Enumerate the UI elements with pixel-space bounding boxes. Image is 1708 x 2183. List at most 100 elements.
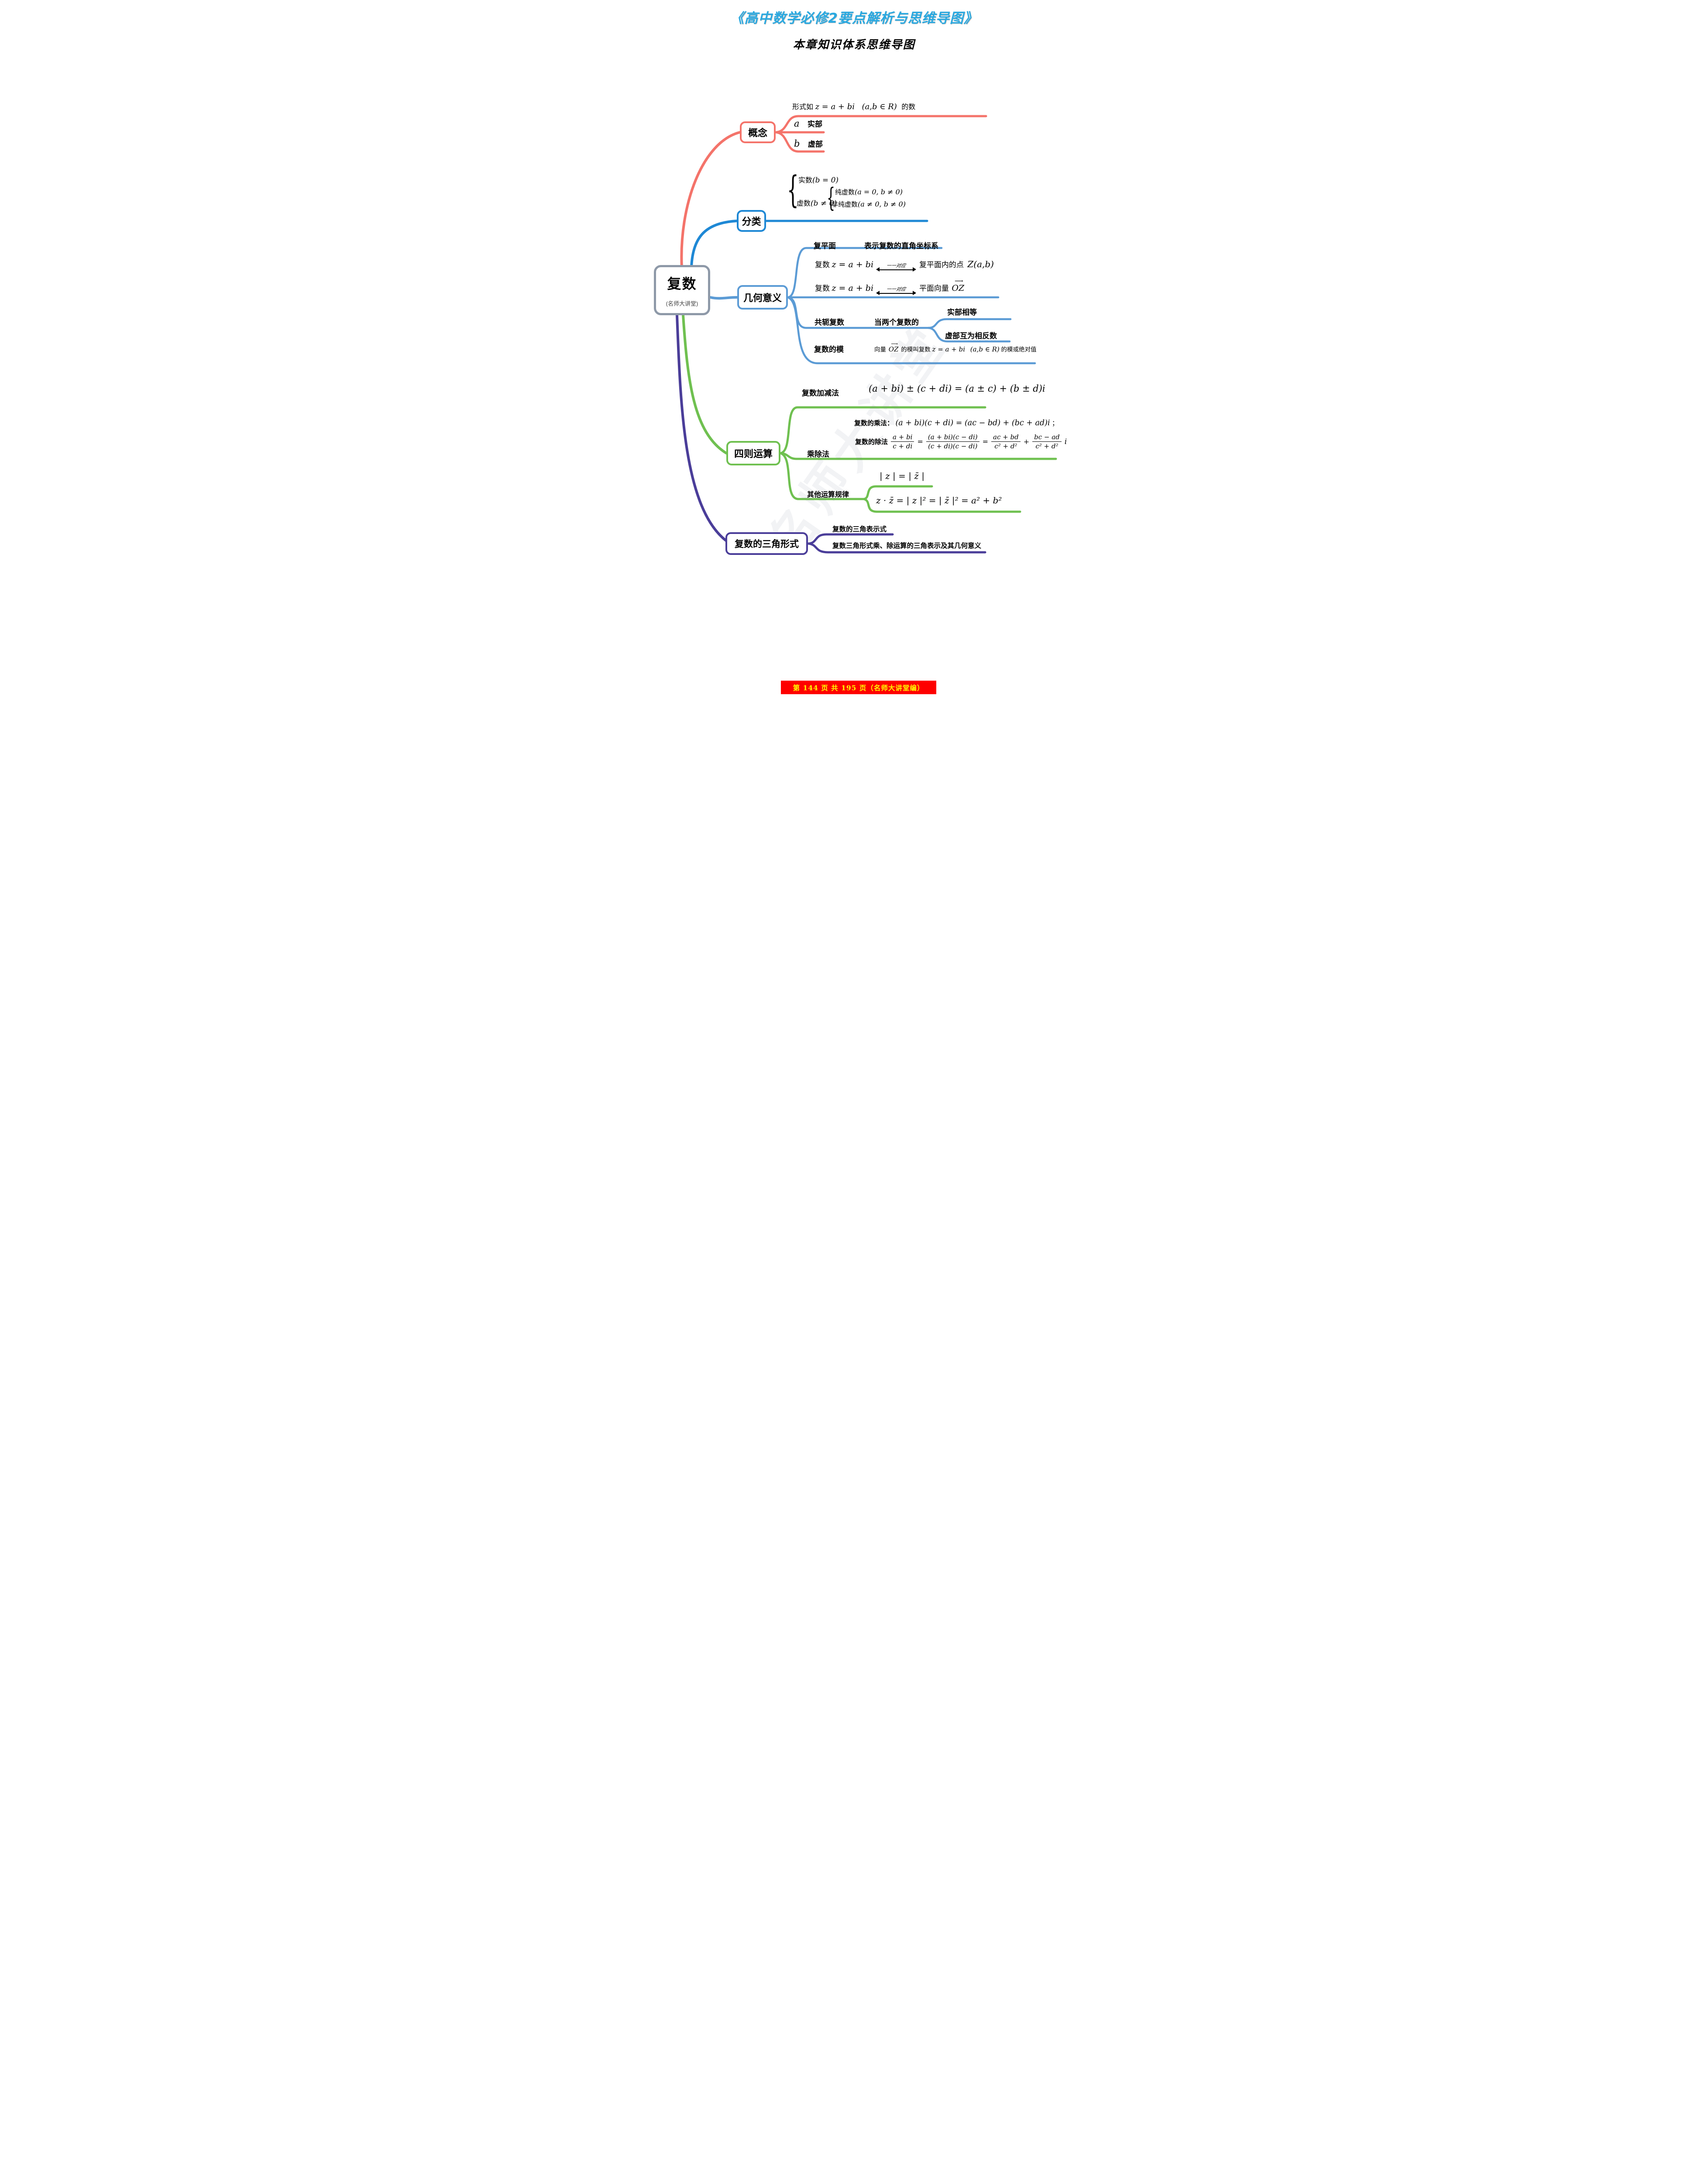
vector-formula: z = a + bi <box>832 283 874 293</box>
node-operations-label: 四则运算 <box>734 448 773 459</box>
conjugate-imag-opposite: 虚部互为相反数 <box>945 332 997 340</box>
page-number-text: 第 144 页 共 195 页（名师大讲堂编） <box>793 683 924 692</box>
vector-OZ: ⟶OZ <box>952 279 965 293</box>
outer-brace-icon: { <box>787 168 799 211</box>
pure-imaginary-cond: (a = 0, b ≠ 0) <box>855 188 903 196</box>
div-fraction-real: ac + bd c² + d² <box>991 433 1021 450</box>
concept-definition-row: 形式如 z = a + bi (a,b ∈ R) 的数 <box>792 101 915 111</box>
node-concept: 概念 <box>740 121 776 143</box>
div-fraction-expanded: (a + bi)(c − di) (c + di)(c − di) <box>926 433 979 450</box>
vector-arrow-icon: ⟶ <box>891 341 897 347</box>
conjugate-desc: 当两个复数的 <box>874 318 919 327</box>
equals-sign: = <box>917 437 923 446</box>
modulus-desc-row: 向量 ⟶OZ 的模叫复数 z = a + bi (a,b ∈ R) 的模或绝对值 <box>874 341 1037 353</box>
other-rules-term: 其他运算规律 <box>807 491 849 499</box>
page-title: 《高中数学必修2要点解析与思维导图》 <box>730 10 978 26</box>
fraction-numerator: bc − ad <box>1032 433 1062 442</box>
complex-plane-term: 复平面 <box>814 242 836 250</box>
vector-target: 平面向量 <box>919 284 949 293</box>
node-classification: 分类 <box>737 210 766 232</box>
classification-real-row: 实数(b = 0) <box>798 174 839 185</box>
point-coord: Z(a,b) <box>967 259 994 269</box>
vector-OZ-text: OZ <box>888 345 899 353</box>
trunk-classification <box>690 220 738 269</box>
concept-imag-row: b 虚部 <box>794 138 823 149</box>
double-arrow-line <box>876 267 917 272</box>
multiplication-row: 复数的乘法： (a + bi)(c + di) = (ac − bd) + (b… <box>854 418 1058 427</box>
mindmap-page: 《高中数学必修2要点解析与思维导图》 本章知识体系思维导图 名师大讲堂 复数 (… <box>640 0 1068 696</box>
conjugate-term: 共轭复数 <box>814 318 844 327</box>
vector-arrow-icon: ⟶ <box>954 278 963 285</box>
imaginary-number-cond: (b ≠ 0) <box>811 199 837 208</box>
pure-imaginary-name: 纯虚数 <box>835 188 855 196</box>
vector-OZ-text: OZ <box>952 283 965 293</box>
point-formula: z = a + bi <box>832 260 874 269</box>
bidirectional-arrow-icon: 一一对应 <box>876 262 917 272</box>
modulus-desc-prefix: 向量 <box>874 346 886 353</box>
point-target: 复平面内的点 <box>919 261 964 269</box>
correspondence-label: 一一对应 <box>886 262 907 269</box>
conjugate-real-equal: 实部相等 <box>947 308 977 317</box>
imaginary-unit: i <box>1064 437 1067 446</box>
fraction-numerator: (a + bi)(c − di) <box>926 433 979 442</box>
modulus-term: 复数的模 <box>814 345 844 354</box>
fraction-denominator: c + di <box>893 442 913 450</box>
equals-sign: = <box>982 437 989 446</box>
classification-nonpure-row: 非纯虚数(a ≠ 0, b ≠ 0) <box>832 200 906 209</box>
inner-brace-icon: { <box>827 182 835 213</box>
classification-pure-row: 纯虚数(a = 0, b ≠ 0) <box>835 187 903 196</box>
muldiv-term: 乘除法 <box>807 450 829 458</box>
trig-representation: 复数的三角表示式 <box>832 526 887 533</box>
real-number-cond: (b = 0) <box>812 176 839 185</box>
concept-real-row: a 实部 <box>794 118 822 129</box>
other-rule2: z · z̄ = | z |² = | z̄ |² = a² + b² <box>876 495 1002 506</box>
definition-prefix: 形式如 <box>792 103 814 111</box>
fraction-denominator: c² + d² <box>1035 442 1058 450</box>
page-subtitle: 本章知识体系思维导图 <box>793 38 915 52</box>
node-classification-label: 分类 <box>742 216 761 227</box>
modulus-desc-mid: 的模叫复数 <box>901 346 931 353</box>
double-arrow-line <box>876 291 917 296</box>
connector-conjugate-real <box>927 318 1012 329</box>
definition-formula: z = a + bi <box>815 102 855 111</box>
node-trig-form: 复数的三角形式 <box>725 532 808 555</box>
nonpure-imaginary-name: 非纯虚数 <box>832 200 858 208</box>
fraction-denominator: (c + di)(c − di) <box>928 442 978 450</box>
imag-part-symbol: b <box>794 138 800 149</box>
node-concept-label: 概念 <box>748 127 767 138</box>
trunk-trig <box>676 314 727 542</box>
trig-operations: 复数三角形式乘、除运算的三角表示及其几何意义 <box>832 542 982 550</box>
trunk-concept <box>680 131 741 269</box>
plus-sign: + <box>1023 437 1030 446</box>
division-row: 复数的除法 a + bi c + di = (a + bi)(c − di) (… <box>855 433 1067 450</box>
trunk-geometry <box>709 296 739 300</box>
div-label: 复数的除法 <box>855 438 888 446</box>
node-trig-form-label: 复数的三角形式 <box>735 539 799 549</box>
mul-formula: (a + bi)(c + di) = (ac − bd) + (bc + ad)… <box>895 419 1050 427</box>
geometry-vector-row: 复数 z = a + bi 一一对应 平面向量 ⟶OZ <box>815 279 965 296</box>
node-geometry-label: 几何意义 <box>743 293 782 303</box>
node-operations: 四则运算 <box>726 441 780 465</box>
page-footer: 第 144 页 共 195 页（名师大讲堂编） <box>781 681 936 694</box>
classification-imaginary-row: 虚数(b ≠ 0) <box>797 197 837 208</box>
modulus-formula: z = a + bi <box>932 345 965 353</box>
addsub-formula: (a + bi) ± (c + di) = (a ± c) + (b ± d)i <box>869 383 1045 394</box>
trunk-operations <box>682 314 728 455</box>
node-geometry: 几何意义 <box>737 285 788 310</box>
modulus-desc-suffix: 的模或绝对值 <box>1001 346 1037 353</box>
real-part-symbol: a <box>794 118 800 129</box>
mul-label: 复数的乘法： <box>854 419 894 427</box>
vector-OZ: ⟶OZ <box>888 341 899 353</box>
mul-end: ； <box>1052 419 1058 427</box>
imag-part-label: 虚部 <box>808 140 823 148</box>
fraction-numerator: ac + bd <box>991 433 1021 442</box>
imaginary-number-name: 虚数 <box>797 199 811 207</box>
central-node-complex-number: 复数 (名师大讲堂) <box>654 265 710 315</box>
bidirectional-arrow-icon: 一一对应 <box>876 286 917 296</box>
definition-suffix: 的数 <box>901 103 916 111</box>
real-part-label: 实部 <box>807 120 822 128</box>
vector-prefix: 复数 <box>815 284 830 293</box>
geometry-point-row: 复数 z = a + bi 一一对应 复平面内的点 Z(a,b) <box>815 258 994 272</box>
fraction-numerator: a + bi <box>891 433 914 442</box>
nonpure-imaginary-cond: (a ≠ 0, b ≠ 0) <box>858 200 906 208</box>
